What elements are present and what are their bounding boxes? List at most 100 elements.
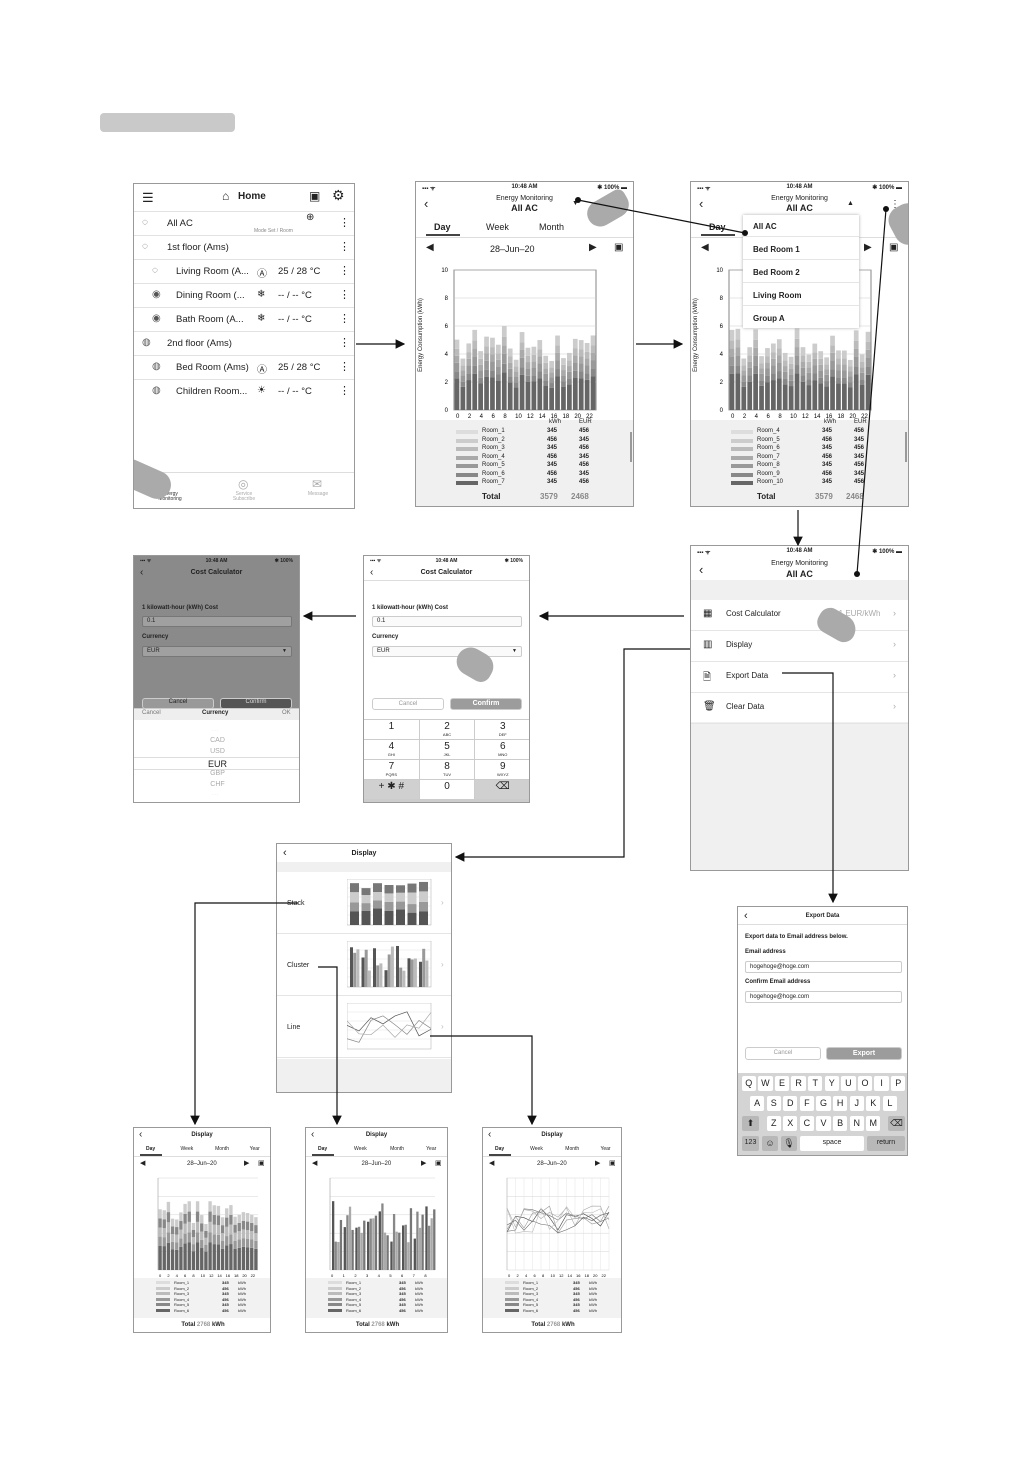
keyboard-key[interactable]: F xyxy=(799,1096,815,1111)
more-icon[interactable]: ⋮ xyxy=(339,313,350,325)
keyboard-key[interactable]: X xyxy=(783,1116,798,1131)
keyboard-key[interactable]: V xyxy=(816,1116,831,1131)
tab-day[interactable]: Day xyxy=(434,222,451,232)
power-icon[interactable]: ◉ xyxy=(152,313,161,324)
dropdown-item[interactable]: Group A xyxy=(753,314,785,323)
prev-date-icon[interactable]: ◀ xyxy=(312,1160,318,1167)
keyboard-key[interactable]: I xyxy=(874,1076,889,1091)
power-icon[interactable]: ◍ xyxy=(142,337,151,348)
keyboard-key[interactable]: M xyxy=(866,1116,881,1131)
calendar-icon[interactable]: ▣ xyxy=(435,1160,442,1167)
shift-key[interactable]: ⬆ xyxy=(742,1116,759,1131)
calendar-icon[interactable]: ▣ xyxy=(614,242,624,253)
display-option-cluster[interactable]: Cluster› xyxy=(277,934,451,996)
keyboard-key[interactable]: J xyxy=(849,1096,864,1111)
keypad-key[interactable]: + ✱ # xyxy=(364,780,419,799)
dropdown-item[interactable]: All AC xyxy=(753,222,777,231)
power-icon[interactable]: ◌ xyxy=(152,265,158,276)
keyboard-key[interactable]: A xyxy=(749,1096,765,1111)
keyboard-key[interactable]: O xyxy=(857,1076,873,1091)
tab-day[interactable]: Day xyxy=(146,1146,156,1152)
picker-cancel[interactable]: Cancel xyxy=(142,710,161,716)
more-icon[interactable]: ⋮ xyxy=(339,241,350,253)
prev-date-icon[interactable]: ◀ xyxy=(701,242,709,253)
calendar-icon[interactable]: ▣ xyxy=(309,189,321,203)
tab-week[interactable]: Week xyxy=(180,1146,194,1152)
dropdown-item[interactable]: Bed Room 1 xyxy=(753,245,800,254)
more-icon[interactable]: ⋮ xyxy=(339,385,350,397)
dropdown-item[interactable]: Bed Room 2 xyxy=(753,268,800,277)
back-icon[interactable]: ‹ xyxy=(699,562,704,577)
keypad-key[interactable]: ⌫ xyxy=(475,780,529,799)
keyboard-key[interactable]: T xyxy=(808,1076,823,1091)
ac-row[interactable]: ◉Dining Room (...❄-- / -- °C⋮ xyxy=(134,283,354,307)
tab-week[interactable]: Week xyxy=(486,222,509,232)
keyboard-key[interactable]: W xyxy=(758,1076,773,1091)
cancel-button[interactable]: Cancel xyxy=(372,698,444,710)
picker-option[interactable]: CHF xyxy=(210,781,225,788)
confirm-button[interactable]: Confirm xyxy=(450,698,522,710)
more-icon[interactable]: ⋮ xyxy=(339,217,350,229)
ac-row[interactable]: ◉Bath Room (A...❄-- / -- °C⋮ xyxy=(134,307,354,331)
more-icon[interactable]: ⋮ xyxy=(339,361,350,373)
keyboard-key[interactable]: R xyxy=(791,1076,806,1091)
dropdown-item[interactable]: Living Room xyxy=(753,291,802,300)
nav-icon[interactable]: ✉ xyxy=(312,477,323,491)
picker-option[interactable]: USD xyxy=(210,748,225,755)
tab-day[interactable]: Day xyxy=(318,1146,328,1152)
more-icon[interactable]: ⋮ xyxy=(339,265,350,277)
picker-option[interactable]: GBP xyxy=(210,770,225,777)
picker-ok[interactable]: OK xyxy=(282,710,291,716)
picker-option[interactable]: EUR xyxy=(207,759,227,769)
more-icon[interactable]: ⋮ xyxy=(339,289,350,301)
calendar-icon[interactable]: ▣ xyxy=(609,1160,616,1167)
menu-item[interactable]: ▥Display› xyxy=(691,631,908,662)
currency-select[interactable]: EUR▼ xyxy=(142,646,292,657)
cost-input[interactable]: 0.1 xyxy=(142,616,292,627)
add-ac-icon[interactable]: ⊕ xyxy=(306,212,315,223)
tab-week[interactable]: Week xyxy=(354,1146,367,1152)
keyboard-key[interactable]: Y xyxy=(824,1076,839,1091)
next-date-icon[interactable]: ▶ xyxy=(595,1160,601,1167)
menu-item[interactable]: 🗑Clear Data› xyxy=(691,693,908,724)
keyboard-key[interactable]: Q xyxy=(741,1076,756,1091)
power-icon[interactable]: ◌ xyxy=(142,217,148,228)
tab-year[interactable]: Year xyxy=(249,1146,260,1152)
space-key[interactable]: space xyxy=(800,1136,864,1151)
keyboard-key[interactable]: G xyxy=(816,1096,831,1111)
nav-label[interactable]: Energy Monitoring xyxy=(158,491,182,502)
keyboard-key[interactable]: S xyxy=(766,1096,781,1111)
tab-day[interactable]: Day xyxy=(495,1146,505,1152)
numbers-key[interactable]: 123 xyxy=(742,1136,759,1151)
keyboard-key[interactable]: N xyxy=(849,1116,864,1131)
return-key[interactable]: return xyxy=(867,1136,905,1151)
more-icon[interactable]: ⋮ xyxy=(339,337,350,349)
display-option-line[interactable]: Line› xyxy=(277,996,451,1058)
nav-icon[interactable]: ◎ xyxy=(238,477,249,491)
tab-week[interactable]: Week xyxy=(530,1146,543,1152)
power-icon[interactable]: ◉ xyxy=(152,289,161,300)
nav-label[interactable]: Service Subscribe xyxy=(232,491,256,502)
keyboard-key[interactable]: L xyxy=(882,1096,898,1111)
nav-label[interactable]: Message xyxy=(307,491,329,497)
back-icon[interactable]: ‹ xyxy=(488,1129,492,1140)
keyboard-key[interactable]: D xyxy=(783,1096,798,1111)
ac-row[interactable]: ◍Children Room...☀-- / -- °C⋮ xyxy=(134,379,354,403)
dropdown-caret-icon[interactable]: ▼ xyxy=(572,200,579,207)
keyboard-key[interactable]: E xyxy=(774,1076,790,1091)
keyboard-key[interactable]: K xyxy=(866,1096,881,1111)
prev-date-icon[interactable]: ◀ xyxy=(140,1160,146,1167)
tab-year[interactable]: Year xyxy=(426,1146,437,1152)
power-icon[interactable]: ◌ xyxy=(142,241,148,252)
next-date-icon[interactable]: ▶ xyxy=(421,1160,427,1167)
keyboard-key[interactable]: H xyxy=(832,1096,848,1111)
tab-month[interactable]: Month xyxy=(215,1146,229,1152)
keypad-key[interactable]: 0 xyxy=(419,780,475,799)
back-icon[interactable]: ‹ xyxy=(311,1129,315,1140)
calendar-icon[interactable]: ▣ xyxy=(889,242,899,253)
